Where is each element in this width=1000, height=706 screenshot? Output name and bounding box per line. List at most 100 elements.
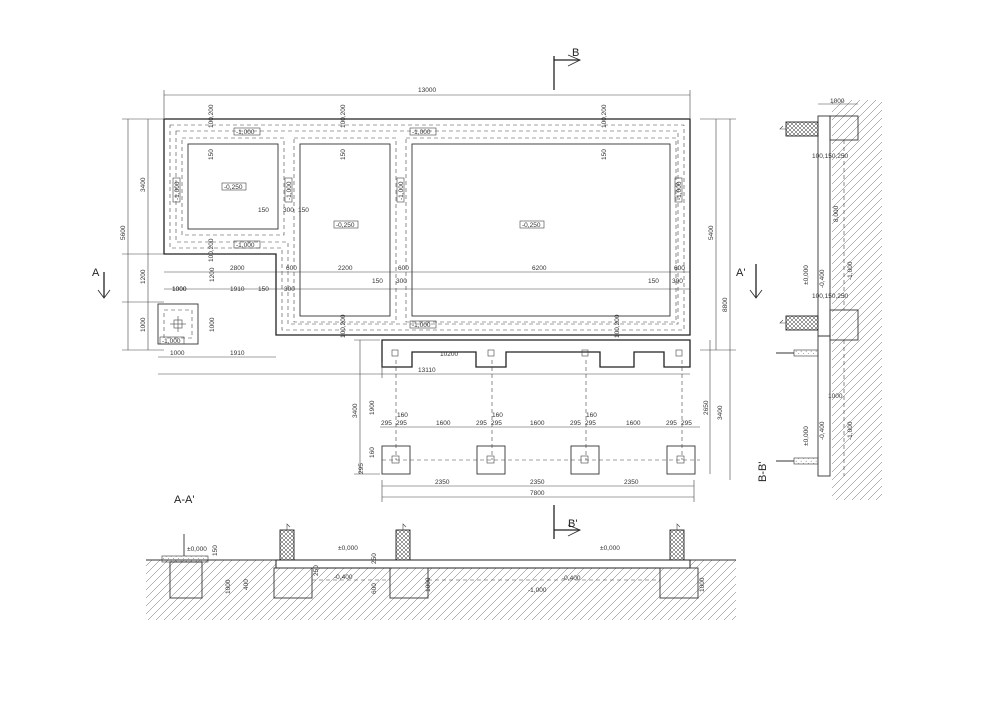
level-tag: -1,000: [162, 338, 181, 345]
dim-pier-spacing: 1600: [436, 420, 451, 427]
dim-room-width: 2200: [338, 265, 353, 272]
dim-bottom-left: 1000: [170, 350, 185, 357]
section-title-bb: B-B': [757, 462, 769, 482]
section-b-b: 1000 100,150,250 100,150,250 1000 ±0,000…: [757, 98, 882, 500]
dim-offsets: 100,200: [208, 238, 215, 262]
dim-pier-spacing: 1600: [626, 420, 641, 427]
dim-height-low: 1000: [140, 317, 147, 332]
section-label-b: B: [572, 47, 579, 59]
dim-pier-total: 7800: [530, 490, 545, 497]
dim-right-height: 5400: [708, 225, 715, 240]
dim-wall: 150: [648, 278, 659, 285]
dim-pier-bottom: 2350: [435, 479, 450, 486]
section-title-aa: A-A': [174, 494, 194, 506]
dim-section: 1000: [828, 393, 843, 400]
dim-section: 100,150,250: [812, 153, 849, 160]
level-zero: ±0,000: [803, 265, 810, 285]
level-zero: ±0,000: [187, 546, 207, 553]
dim-pier-small: 295: [476, 420, 487, 427]
dim-wall: 300: [283, 207, 294, 214]
dim-room-width: 6200: [532, 265, 547, 272]
dim-height-mid: 1200: [209, 267, 216, 282]
level-tag: -1,000: [174, 181, 181, 200]
dim-wall: 150: [208, 149, 215, 160]
section-a-a: A-A' ±0,000 150 1000 400 ±0,000 ±0,000 -…: [146, 494, 736, 620]
level-tag: -1,000: [847, 261, 854, 280]
dim-pier-height: 3400: [717, 405, 724, 420]
dim-pier-height: 1900: [369, 400, 376, 415]
dim-gap: 600: [398, 265, 409, 272]
level-tag: -1,000: [236, 242, 255, 249]
dim-wall: 150: [258, 207, 269, 214]
dim-wall: 150: [258, 286, 269, 293]
dim-pier-bottom: 2350: [530, 479, 545, 486]
dim-height-top-inner: 3400: [140, 177, 147, 192]
dim-span: 10200: [440, 351, 458, 358]
level-tag: -0,400: [819, 269, 826, 288]
level-tag: -0,250: [336, 222, 355, 229]
dim-pier-bottom: 2350: [624, 479, 639, 486]
section-marker-b: B: [553, 47, 582, 90]
dim-wall: 150: [298, 207, 309, 214]
dim-section: 600: [371, 583, 378, 594]
level-tag: -0,250: [224, 184, 243, 191]
level-zero: ±0,000: [600, 545, 620, 552]
dim-pier-spacing: 1600: [530, 420, 545, 427]
dim-pier-small: 295: [491, 420, 502, 427]
level-tag: -0,250: [522, 222, 541, 229]
level-zero: ±0,000: [338, 545, 358, 552]
dim-section: 1000: [425, 577, 432, 592]
dim-overall-height: 8800: [722, 297, 729, 312]
level-tag: -1,000: [676, 181, 683, 200]
dim-wall: 300: [396, 278, 407, 285]
section-marker-a: A: [92, 267, 111, 299]
pier-plan: 3400 1900 160 295 2650 3400 295 295 160 …: [352, 339, 724, 502]
dim-section: 100,150,250: [812, 293, 849, 300]
level-tag: -1,000: [412, 129, 431, 136]
section-marker-a-prime: A': [736, 264, 763, 299]
dim-section: 8,000: [833, 205, 840, 222]
level-tag: -1,000: [236, 129, 255, 136]
dim-wall: 150: [340, 149, 347, 160]
level-tag: -1,000: [528, 587, 547, 594]
dim-offsets: 100,200: [340, 314, 347, 338]
dim-height-top: 5600: [120, 225, 127, 240]
foundation-plan: 13000 -1,000 -1,000 -1,000 -1,000 -0,250…: [120, 87, 736, 480]
dim-section: 250: [371, 553, 378, 564]
dim-pier-small: 160: [397, 412, 408, 419]
dim-span: 13110: [418, 367, 436, 374]
dim-section: 1000: [830, 98, 845, 105]
dim-pier-small: 295: [681, 420, 692, 427]
dim-left-block: 1000: [172, 286, 187, 293]
section-label-a: A: [92, 267, 100, 279]
dim-pier-small: 160: [369, 447, 376, 458]
dim-pier-small: 295: [585, 420, 596, 427]
dim-pier-small: 160: [492, 412, 503, 419]
dim-gap: 600: [674, 265, 685, 272]
dim-room-width: 2800: [230, 265, 245, 272]
dim-bottom-left: 1910: [230, 350, 245, 357]
level-tag: -1,000: [412, 322, 431, 329]
level-tag: -1,000: [398, 181, 405, 200]
dim-pier-height: 3400: [352, 403, 359, 418]
dim-wall: 150: [601, 149, 608, 160]
dim-pier-small: 295: [381, 420, 392, 427]
dim-block: 1000: [172, 286, 187, 293]
dim-section: 400: [243, 579, 250, 590]
level-tag: -1,000: [286, 181, 293, 200]
dim-pier-height: 2650: [703, 400, 710, 415]
dim-height-mid: 1200: [140, 269, 147, 284]
dim-section: 1000: [225, 579, 232, 594]
dim-pier-small: 295: [666, 420, 677, 427]
dim-section: 250: [313, 565, 320, 576]
level-tag: -0,400: [819, 421, 826, 440]
level-zero: ±0,000: [803, 426, 810, 446]
dim-wall: 300: [284, 286, 295, 293]
dim-pier-small: 295: [396, 420, 407, 427]
dim-section: 150: [212, 545, 219, 556]
dim-pier-small: 295: [570, 420, 581, 427]
dim-offsets: 100,200: [340, 104, 347, 128]
level-tag: -1,000: [847, 421, 854, 440]
dim-wall: 300: [672, 278, 683, 285]
